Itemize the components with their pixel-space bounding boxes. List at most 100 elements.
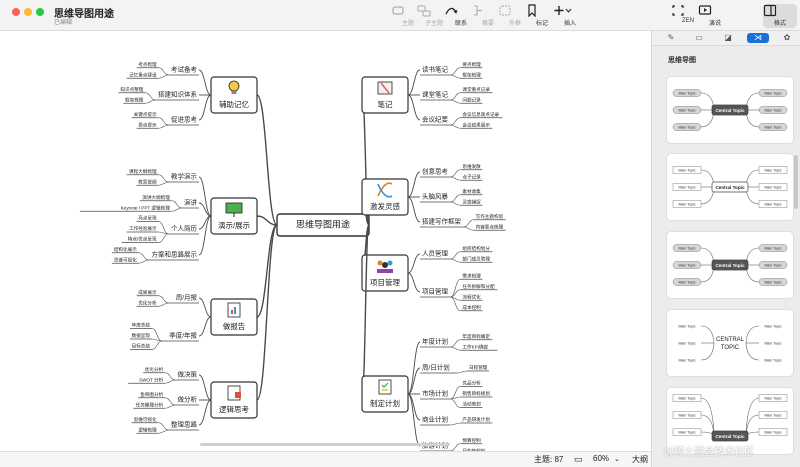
leaf-topic-label[interactable]: 工作经验展示 [129,225,157,232]
relationship-button[interactable]: 联系 [444,4,478,28]
leaf-topic-label[interactable]: 目的地规划 [462,447,485,451]
pen-icon[interactable]: ✎ [667,33,675,42]
summary-button[interactable]: 概要 [471,4,505,28]
leaf-topic-label[interactable]: 预算控制 [462,437,481,444]
leaf-topic-label[interactable]: 教案提纲 [138,178,157,185]
leaf-topic-label[interactable]: 工作KPI确定 [462,343,488,350]
settings-icon[interactable]: ✿ [783,33,791,42]
main-topic-label[interactable]: 制定计划 [370,398,400,408]
leaf-topic-label[interactable]: 写作主题构思 [476,213,504,220]
leaf-topic-label[interactable]: 需求梳理 [462,272,481,279]
leaf-topic-label[interactable]: 框架梳理 [462,71,481,78]
insert-button[interactable]: 插入 [553,4,587,28]
leaf-topic-label[interactable]: 年度目标确定 [462,333,490,340]
leaf-topic-label[interactable]: 考点梳理 [138,61,157,68]
leaf-topic-label[interactable]: 目标总结 [132,343,151,350]
main-topic-label[interactable]: 做报告 [223,321,246,331]
panel-scrollbar[interactable] [794,155,798,209]
main-topic-label[interactable]: 辅助记忆 [219,99,249,109]
leaf-topic-label[interactable]: 年度总结 [132,322,151,329]
leaf-topic-label[interactable]: 亮点呈现 [138,215,157,222]
subtopic-label[interactable]: 季度/年报 [169,331,197,340]
subtopic-label[interactable]: 周/日计划 [422,363,450,372]
leaf-topic-label[interactable]: 问题记录 [462,96,481,103]
subtopic-label[interactable]: 市场计划 [422,389,448,398]
theme-icon[interactable]: ⋊ [747,33,769,43]
leaf-topic-label[interactable]: 活动策划 [462,401,481,408]
map-icon[interactable]: ▭ [574,454,583,464]
leaf-topic-label[interactable]: 优化分析 [138,299,157,306]
leaf-topic-label[interactable]: 关键点提示 [134,111,157,118]
subtopic-button[interactable]: 子主题 [417,4,451,28]
main-topic-label[interactable]: 项目管理 [370,277,400,287]
subtopic-label[interactable]: 读书笔记 [422,65,449,74]
outline-button[interactable]: 大纲 [632,455,648,464]
zen-button[interactable]: ZEN [671,4,705,28]
format-button[interactable]: 格式 [763,4,797,28]
leaf-topic-label[interactable]: 灵感捕捉 [462,198,481,205]
pitch-icon[interactable]: ▭ [695,33,703,42]
minimize-window-button[interactable] [24,8,32,16]
subtopic-label[interactable]: 做决策 [178,370,198,379]
pitch-button[interactable]: 演说 [698,4,732,28]
leaf-topic-label[interactable]: 内容要点梳理 [476,223,504,230]
subtopic-label[interactable]: 考试备考 [171,65,198,74]
leaf-topic-label[interactable]: 结构化展示 [114,246,137,253]
horizontal-scrollbar[interactable] [200,443,450,446]
subtopic-label[interactable]: 整理思路 [171,420,198,429]
leaf-topic-label[interactable]: 要点提示 [138,121,157,128]
subtopic-label[interactable]: 头脑风暴 [422,192,449,201]
leaf-topic-label[interactable]: 思维发散 [462,163,481,170]
chevron-down-icon[interactable]: ⌄ [614,456,620,463]
subtopic-label[interactable]: 年度计划 [422,337,448,346]
leaf-topic-label[interactable]: 组织结构划分 [462,245,490,252]
leaf-topic-label[interactable]: 思维可视化 [134,416,157,423]
leaf-topic-label[interactable]: 逻辑梳理 [138,426,157,433]
leaf-topic-label[interactable]: 特点/优点呈现 [128,236,157,243]
subtopic-label[interactable]: 教学演示 [171,172,198,181]
main-topic-label[interactable]: 笔记 [378,99,393,109]
main-topic-label[interactable]: 逻辑思考 [219,404,249,414]
leaf-topic-label[interactable]: 课堂重点记录 [462,86,490,93]
leaf-topic-label[interactable]: 要点梳理 [462,61,481,68]
leaf-topic-label[interactable]: 鱼骨图分析 [140,391,163,398]
leaf-topic-label[interactable]: SWOT 分析 [139,376,164,383]
leaf-topic-label[interactable]: 部门成员管理 [462,255,490,262]
subtopic-label[interactable]: 搭建知识体系 [158,90,198,99]
leaf-topic-label[interactable]: 优劣分析 [145,366,164,373]
subtopic-label[interactable]: 个人简历 [171,224,198,233]
subtopic-label[interactable]: 创意思考 [422,167,449,176]
leaf-topic-label[interactable]: 演讲大纲梳理 [142,194,170,201]
main-topic-label[interactable]: 激发灵感 [370,201,400,211]
leaf-topic-label[interactable]: 任务拆解和分配 [462,283,495,290]
subtopic-label[interactable]: 促进思考 [171,115,198,124]
leaf-topic-label[interactable]: 流程优化 [462,293,481,300]
subtopic-label[interactable]: 会议纪要 [422,115,449,124]
leaf-topic-label[interactable]: 知识点整理 [120,86,143,93]
subtopic-label[interactable]: 商业计划 [422,415,448,424]
leaf-topic-label[interactable]: 销售目标规划 [462,390,490,397]
leaf-topic-label[interactable]: 素材收集 [462,188,481,195]
leaf-topic-label[interactable]: 思维可视化 [114,256,137,263]
leaf-topic-label[interactable]: 记忆重点建设 [129,71,157,78]
subtopic-label[interactable]: 项目管理 [422,287,449,296]
leaf-topic-label[interactable]: 竞品分析 [462,380,481,387]
leaf-topic-label[interactable]: 成果展示 [138,289,157,296]
leaf-topic-label[interactable]: 框架梳理 [125,96,144,103]
boundary-button[interactable]: 外框 [498,4,532,28]
subtopic-label[interactable]: 方案和思路展示 [152,250,198,259]
zoom-window-button[interactable] [36,8,44,16]
leaf-topic-label[interactable]: 日程管理 [469,364,488,371]
marker-button[interactable]: 标记 [525,4,559,28]
close-window-button[interactable] [12,8,20,16]
main-topic-label[interactable]: 演示/展示 [218,220,251,230]
mindmap-canvas[interactable]: 思维导图用途辅助记忆考试备考考点梳理记忆重点建设搭建知识体系知识点整理框架梳理促… [0,31,651,451]
topic-button[interactable]: 主题 [391,4,425,28]
leaf-topic-label[interactable]: 点子记录 [462,173,481,180]
leaf-topic-label[interactable]: 产品研发计划 [462,416,490,423]
